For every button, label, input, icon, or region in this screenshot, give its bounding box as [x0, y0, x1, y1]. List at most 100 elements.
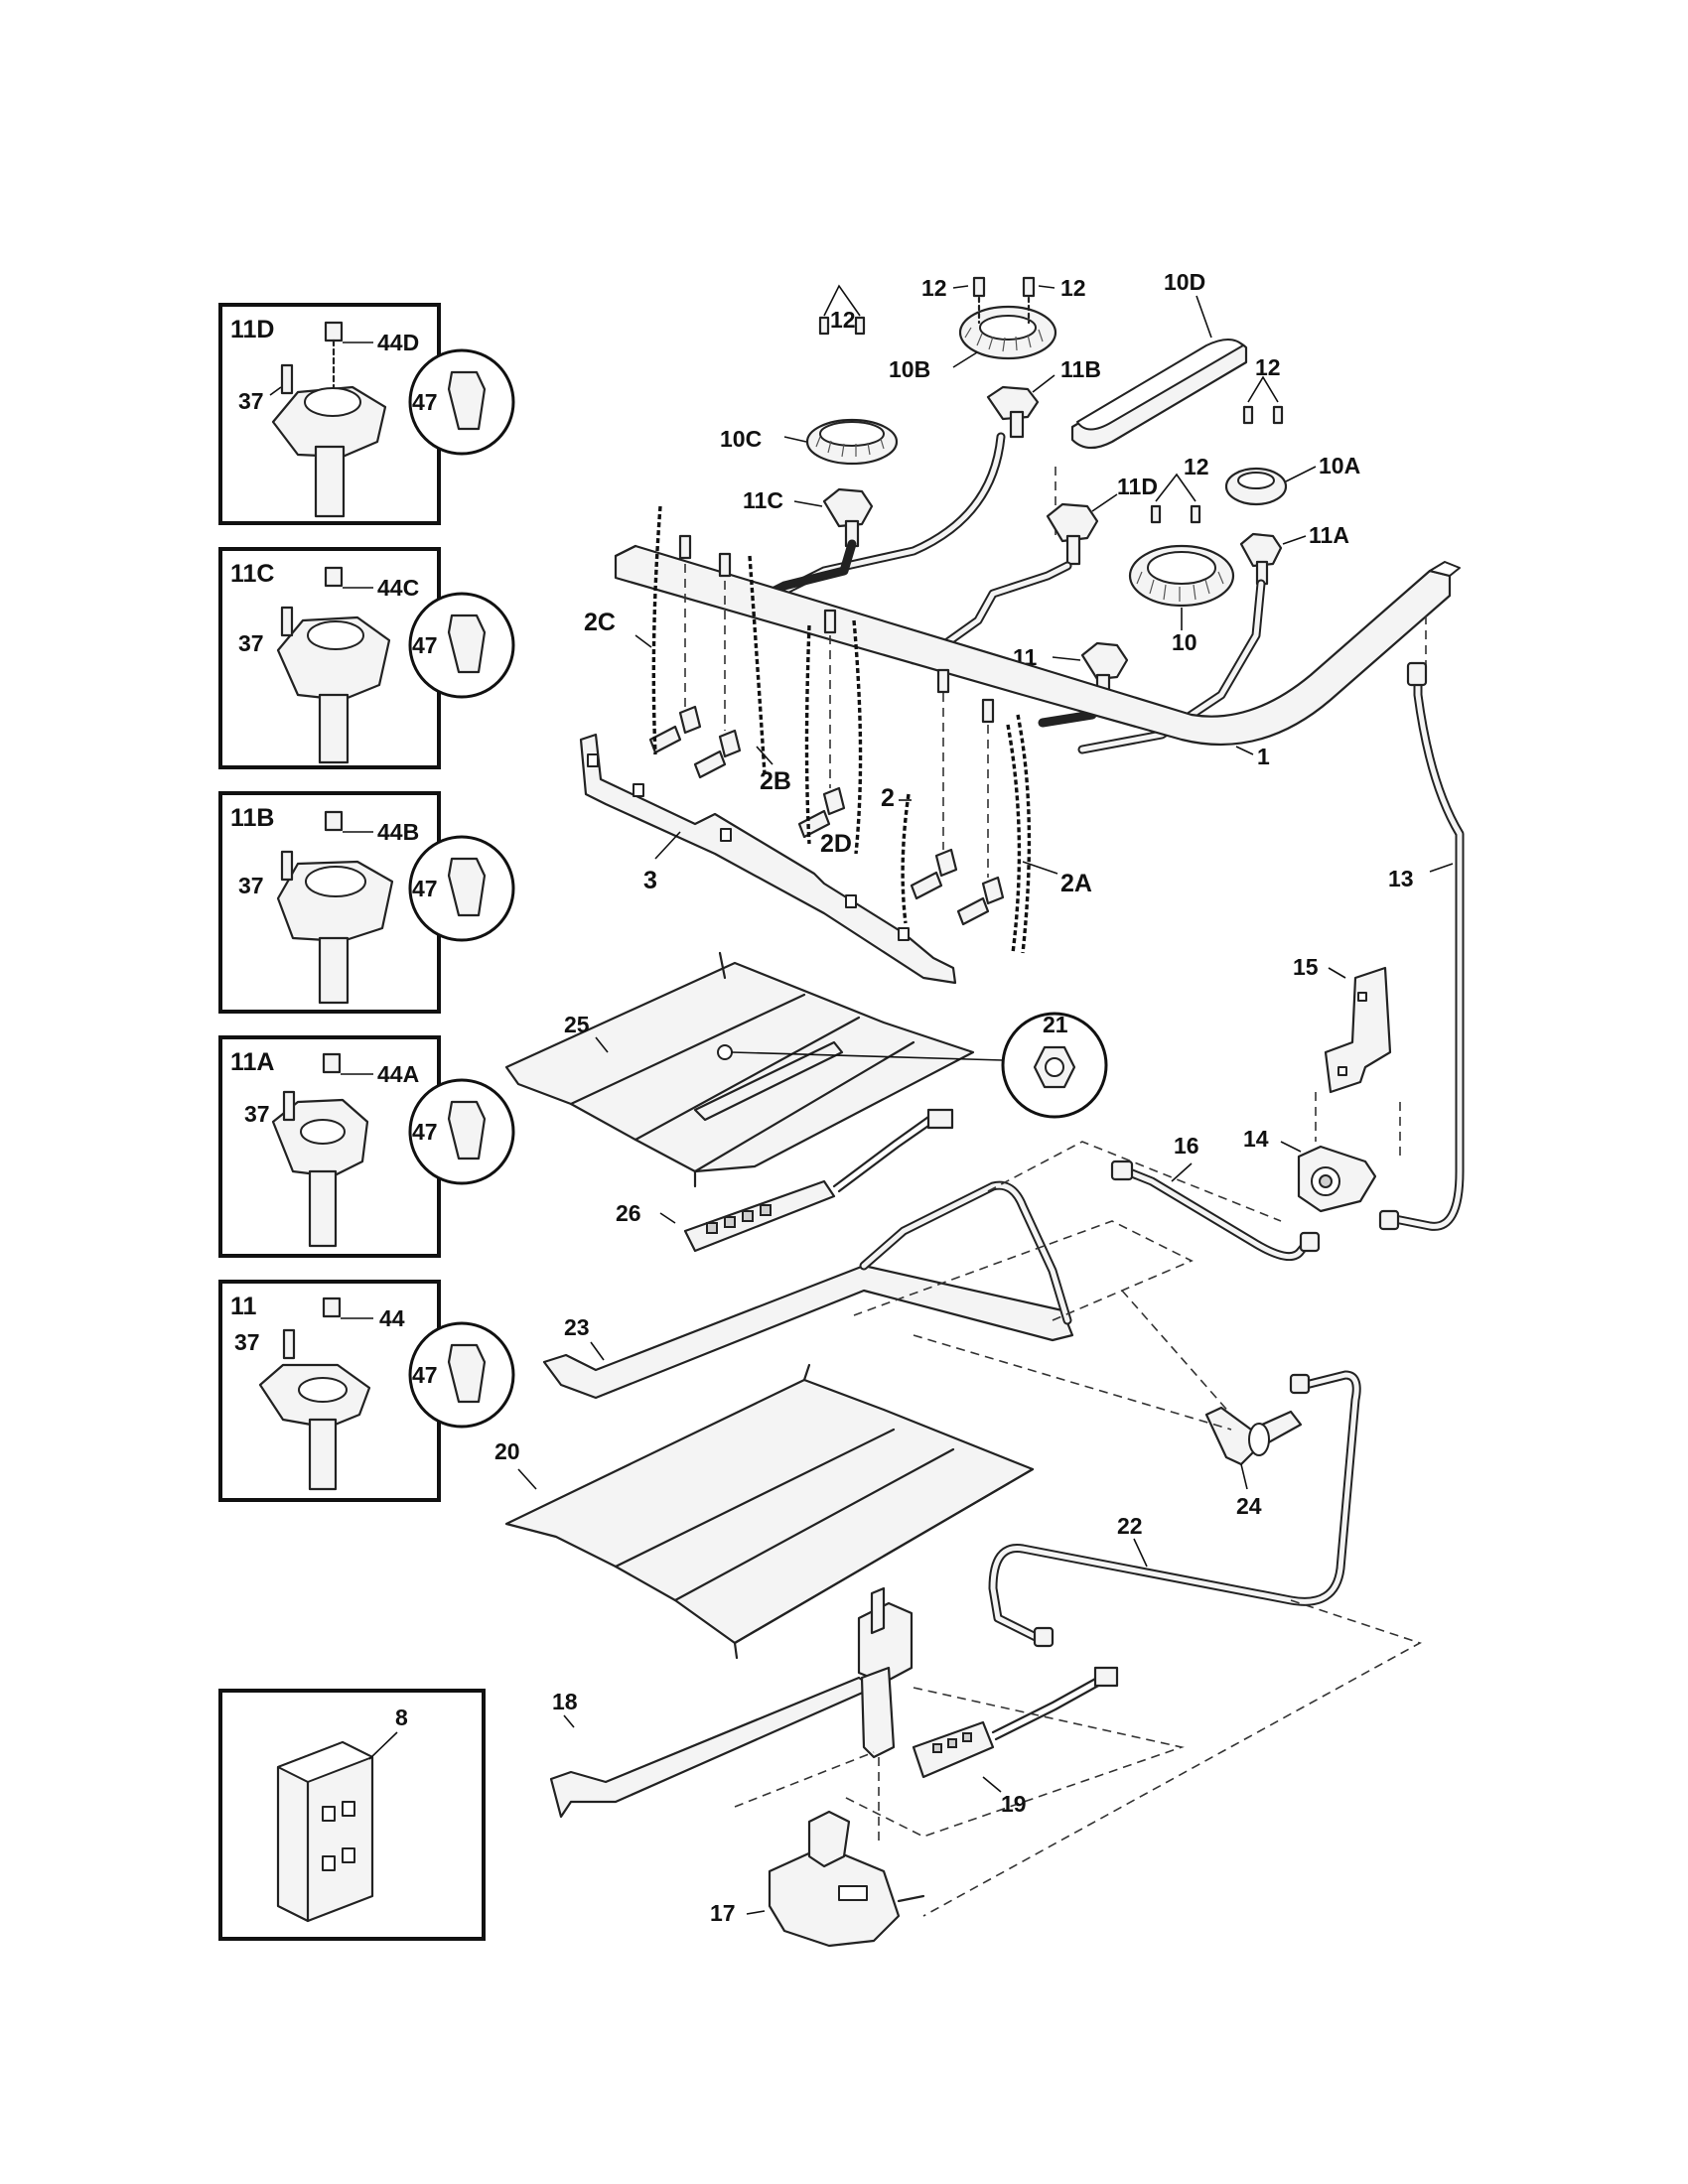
screw-44c-icon [324, 566, 344, 588]
callout-37-11d: 37 [238, 388, 264, 414]
callout-10c: 10C [720, 426, 762, 452]
burner-10d-group: 10D [1055, 269, 1248, 541]
inset-11c: 11C 44C 37 47 [218, 547, 515, 769]
callout-44b: 44B [377, 819, 419, 845]
inset-11b-title: 11B [230, 804, 274, 832]
callout-11b-top: 11B [1060, 356, 1101, 382]
inset-11c-title: 11C [230, 560, 274, 588]
callout-47-11a: 47 [412, 1119, 438, 1145]
burner-23-group: 23 [542, 1180, 1194, 1400]
callout-20: 20 [494, 1438, 520, 1464]
callout-8: 8 [395, 1705, 408, 1730]
igniter-19-group: 19 [843, 1666, 1185, 1838]
wire-2-left [901, 793, 911, 924]
callout-25: 25 [564, 1012, 590, 1037]
orifice-47-icon [447, 1100, 487, 1160]
burner-stem-11a [308, 1169, 338, 1248]
bake-burner-23 [542, 1264, 1074, 1400]
orifice-47-icon [447, 370, 487, 431]
igniter-26-connector-icon [926, 1108, 954, 1130]
burner-stem-11d [314, 445, 346, 518]
wire-2d-left [804, 624, 811, 845]
callout-47-11d: 47 [412, 389, 438, 415]
igniter-19 [912, 1720, 995, 1779]
callout-22: 22 [1117, 1513, 1143, 1539]
callout-10d: 10D [1164, 269, 1205, 295]
callout-26: 26 [616, 1200, 641, 1226]
callout-19: 19 [1001, 1791, 1027, 1817]
screw-44d-icon [324, 321, 344, 342]
callout-12-10: 12 [1184, 454, 1209, 479]
orifice-47-icon [447, 1343, 487, 1404]
callout-18: 18 [552, 1689, 578, 1714]
valve-2a [956, 698, 1005, 926]
tube-22 [988, 1370, 1361, 1643]
callout-2b: 2B [760, 767, 791, 795]
wire-2a-right [1016, 714, 1032, 954]
callout-10b: 10B [889, 356, 930, 382]
screw-valve-icon [678, 534, 692, 560]
manifold-bracket-3 [579, 733, 957, 985]
screw-37-icon [282, 1328, 296, 1360]
callout-3: 3 [643, 867, 657, 894]
callout-47-11b: 47 [412, 876, 438, 901]
tube-16-group: 16 [987, 1133, 1321, 1262]
heat-shield-20 [504, 1378, 1035, 1645]
callout-12-10a: 12 [1255, 354, 1281, 380]
inset-11a-title: 11A [230, 1048, 274, 1076]
fitting-13-icon [1406, 661, 1428, 687]
tube-22-group: 22 [913, 1290, 1422, 1917]
igniter-26-group: 26 [616, 1108, 954, 1253]
manifold-1 [614, 544, 1452, 747]
callout-47-11: 47 [412, 1362, 438, 1388]
callout-12-top-left: 12 [921, 275, 947, 301]
screw-valve-icon [823, 609, 837, 634]
callout-2d: 2D [820, 830, 852, 858]
callout-1: 1 [1257, 744, 1270, 769]
screw-12-icon [1150, 504, 1162, 524]
wire-2b [748, 555, 767, 775]
inset-11a: 11A 44A 37 47 [218, 1035, 515, 1258]
valve-head-11b-group: 11B [986, 356, 1101, 439]
screw-44-icon [322, 1297, 342, 1318]
valve-2d [797, 609, 846, 839]
wire-2d-right [852, 619, 863, 855]
burner-10b-group: 12 12 10B [889, 275, 1086, 382]
valve-head-11d-group: 11D [1046, 474, 1158, 566]
screw-37-icon [282, 1090, 296, 1122]
inset-11d: 11D 44D 37 47 [218, 303, 515, 525]
shield-20-group: 20 [494, 1363, 1035, 1660]
screw-12-icon [818, 316, 830, 336]
screw-12-icon [972, 276, 986, 298]
callout-14: 14 [1243, 1126, 1269, 1152]
burner-base-11c [822, 487, 874, 528]
callout-15: 15 [1293, 954, 1319, 980]
burner-base-11a [1239, 532, 1283, 568]
callout-37-11: 37 [234, 1329, 260, 1355]
burner-18-group: 18 [549, 1586, 914, 1819]
burner-10-group: 12 10 [1128, 454, 1235, 655]
valve-2 [910, 668, 958, 900]
valve-2b [693, 552, 742, 779]
callout-44a: 44A [377, 1061, 419, 1087]
orifice-47-icon [447, 614, 487, 674]
callout-17: 17 [710, 1900, 736, 1926]
callout-11c-top: 11C [743, 487, 783, 513]
callout-13: 13 [1388, 866, 1414, 891]
screw-12-icon [1190, 504, 1201, 524]
wire-2a [1006, 724, 1022, 954]
nut-21-group: 21 [731, 1012, 1108, 1119]
burner-10a-group: 12 10A [1224, 354, 1360, 506]
screw-valve-icon [981, 698, 995, 724]
fitting-24-group: 24 [1204, 1406, 1303, 1519]
orifice-47-icon [447, 857, 487, 917]
broil-burner-18 [549, 1676, 876, 1819]
callout-21: 21 [1043, 1012, 1068, 1037]
callout-12-10c: 12 [830, 307, 856, 333]
burner-base-11b [986, 385, 1040, 421]
screw-12-icon [1272, 405, 1284, 425]
supply-tube-13-group: 13 [1378, 661, 1465, 1231]
wire-2c [651, 505, 662, 755]
inset-11d-title: 11D [230, 316, 274, 343]
screw-37-icon [280, 606, 294, 637]
